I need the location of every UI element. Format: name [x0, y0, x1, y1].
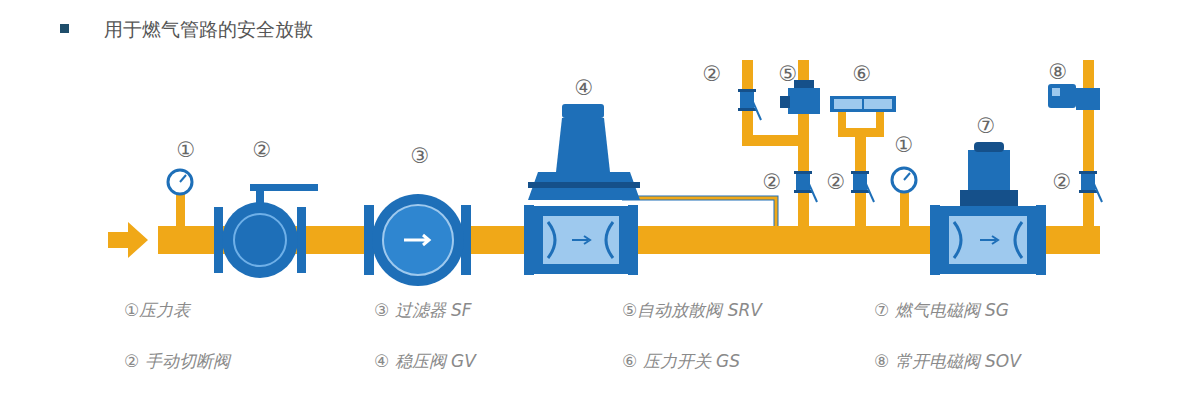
callout-number: ②: [703, 64, 722, 85]
callout-number: ②: [827, 172, 846, 193]
ball-valve: [214, 184, 318, 278]
normally-open-solenoid: [1048, 84, 1100, 110]
legend-entry: ⑧ 常开电磁阀 SOV: [874, 350, 1021, 373]
callout-number: ⑥: [853, 64, 872, 85]
callout-number: ③: [411, 146, 430, 167]
pressure-switch: [830, 96, 896, 112]
flow-arrow: [108, 222, 148, 258]
callout-number: ⑦: [977, 116, 996, 137]
callout-number: ⑧: [1049, 62, 1068, 83]
legend-entry: ⑦ 燃气电磁阀 SG: [874, 299, 1009, 322]
legend-entry: ② 手动切断阀: [124, 350, 230, 373]
solenoid-valve: [930, 142, 1046, 275]
callout-number: ①: [895, 135, 914, 156]
callout-number: ②: [253, 140, 272, 161]
legend-entry: ④ 稳压阀 GV: [374, 350, 476, 373]
legend-entry: ①压力表: [124, 299, 190, 322]
pressure-gauge: [168, 170, 192, 194]
title-bullet: [60, 24, 69, 33]
legend-entry: ⑥ 压力开关 GS: [622, 350, 740, 373]
filter: [364, 194, 471, 286]
page-title: 用于燃气管路的安全放散: [104, 17, 313, 43]
legend-entry: ⑤自动放散阀 SRV: [622, 299, 762, 322]
relief-valve: [780, 80, 820, 114]
callout-number: ⑤: [779, 64, 798, 85]
callout-number: ②: [1053, 172, 1072, 193]
callout-number: ④: [575, 78, 594, 99]
callout-number: ②: [763, 172, 782, 193]
callout-number: ①: [177, 140, 196, 161]
legend-entry: ③ 过滤器 SF: [374, 299, 472, 322]
pressure-regulator: [524, 104, 640, 275]
pressure-gauge: [892, 168, 916, 192]
